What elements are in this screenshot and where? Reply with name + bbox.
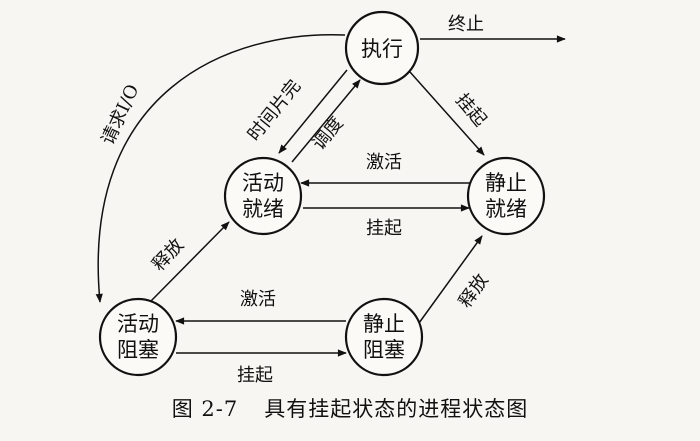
edge-label-time-slice: 时间片完 (244, 76, 306, 145)
figure-caption: 图 2-7 具有挂起状态的进程状态图 (0, 393, 700, 423)
edge-label-dispatch: 调度 (309, 113, 348, 154)
node-static-ready: 静止 就绪 (466, 156, 546, 236)
node-active-blocked-line1: 活动 (117, 312, 159, 336)
edge-suspend-exec: 挂起 (409, 71, 490, 156)
node-active-blocked-line2: 阻塞 (117, 338, 159, 362)
edge-request-io: 请求I/O (95, 33, 346, 303)
node-exec-label: 执行 (361, 37, 403, 61)
node-static-ready-line1: 静止 (485, 171, 527, 195)
figure-number: 图 2-7 (171, 397, 239, 421)
edge-label-terminate: 终止 (448, 14, 484, 35)
edge-label-activate-ready: 激活 (366, 152, 402, 173)
edge-label-release-static: 释放 (455, 270, 493, 312)
edge-label-suspend-blocked: 挂起 (237, 365, 273, 386)
edge-label-request-io: 请求I/O (97, 81, 143, 148)
node-active-blocked: 活动 阻塞 (98, 297, 178, 377)
edge-release-static: 释放 (418, 235, 493, 324)
edge-label-activate-blocked: 激活 (240, 289, 276, 310)
node-static-ready-line2: 就绪 (485, 197, 527, 221)
node-active-ready: 活动 就绪 (223, 156, 303, 236)
node-static-blocked-line2: 阻塞 (363, 338, 405, 362)
edge-suspend-ready: 挂起 (303, 204, 470, 239)
node-active-ready-line2: 就绪 (242, 197, 284, 221)
node-active-ready-line1: 活动 (242, 171, 284, 195)
edge-activate-blocked: 激活 (175, 289, 346, 325)
node-exec: 执行 (344, 10, 420, 86)
node-static-blocked: 静止 阻塞 (344, 297, 424, 377)
edge-activate-ready: 激活 (300, 152, 470, 187)
edge-suspend-blocked: 挂起 (176, 349, 347, 386)
edge-label-suspend-ready: 挂起 (366, 218, 402, 239)
edge-terminate: 终止 (420, 14, 566, 43)
edge-release-active: 释放 (148, 221, 230, 303)
figure-caption-text: 具有挂起状态的进程状态图 (264, 397, 529, 421)
node-static-blocked-line1: 静止 (363, 312, 405, 336)
